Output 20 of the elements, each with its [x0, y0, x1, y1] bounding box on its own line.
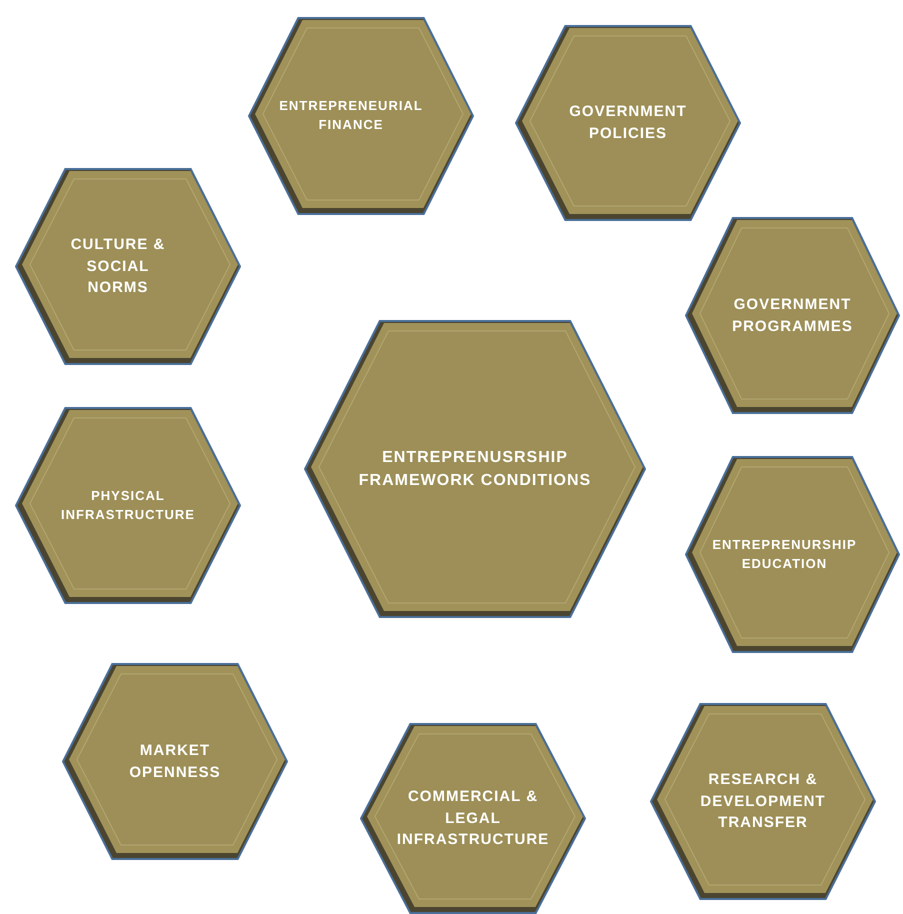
hexagon-box	[685, 217, 900, 414]
hexagon-label: ENTREPRENEURIAL FINANCE	[278, 97, 424, 134]
hexagon-label: GOVERNMENT POLICIES	[568, 102, 688, 144]
hexagon-box	[360, 723, 586, 914]
hexagon-box	[248, 17, 474, 215]
hexagon-label: MARKET OPENNESS	[128, 740, 222, 782]
hexagon-label: ENTREPRENUSRSHIP FRAMEWORK CONDITIONS	[358, 448, 592, 491]
hexagon-label: PHYSICAL INFRASTRUCTURE	[60, 486, 196, 524]
hexagon-box	[15, 407, 241, 604]
hexagon-box	[650, 703, 876, 900]
hexagon-label: RESEARCH & DEVELOPMENT TRANSFER	[699, 770, 827, 834]
hexagon-box	[304, 320, 646, 618]
hexagon-label: ENTREPRENURSHIP EDUCATION	[711, 536, 858, 572]
hexagon-box	[515, 25, 741, 221]
hexagon-label: CULTURE & SOCIAL NORMS	[70, 234, 166, 298]
hexagon-label: GOVERNMENT PROGRAMMES	[731, 294, 854, 336]
hexagon-box	[62, 663, 288, 860]
hexagon-label: COMMERCIAL & LEGAL INFRASTRUCTURE	[396, 786, 550, 850]
hexagon-box	[15, 168, 241, 365]
hexagon-box	[685, 456, 900, 653]
